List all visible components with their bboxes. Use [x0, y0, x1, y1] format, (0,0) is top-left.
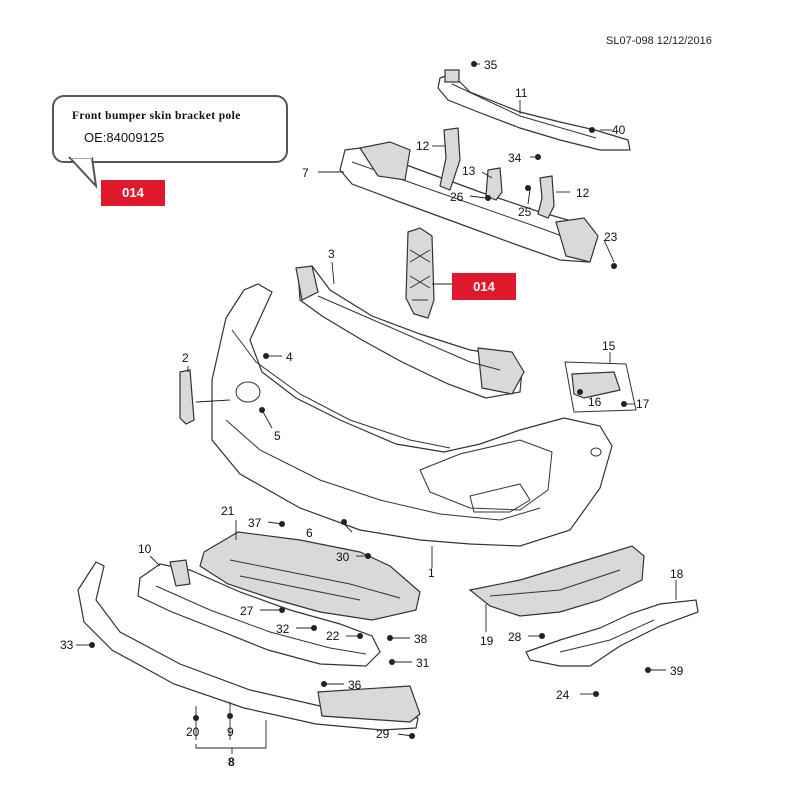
- label-33: 33: [60, 638, 74, 652]
- label-24: 24: [556, 688, 570, 702]
- label-27: 27: [240, 604, 254, 618]
- label-25: 25: [518, 205, 532, 219]
- label-6: 6: [306, 526, 313, 540]
- part-8-lower-lip: [77, 561, 421, 731]
- drawing-reference: SL07-098 12/12/2016: [606, 35, 712, 47]
- callout-bubble: Front bumper skin bracket pole OE:840091…: [52, 95, 288, 163]
- part-11-upper-support: [437, 69, 631, 151]
- part-labels: 35 11 40 34 12 13 26 25 12 7 23 3 4 2 5 …: [60, 58, 684, 769]
- label-28: 28: [508, 630, 522, 644]
- label-12-left: 12: [416, 139, 430, 153]
- label-18: 18: [670, 567, 684, 581]
- label-20: 20: [186, 725, 200, 739]
- label-21: 21: [221, 504, 235, 518]
- label-13: 13: [462, 164, 476, 178]
- label-30: 30: [336, 550, 350, 564]
- label-38: 38: [414, 632, 428, 646]
- callout-title: Front bumper skin bracket pole: [72, 110, 241, 122]
- label-19: 19: [480, 634, 494, 648]
- label-39: 39: [670, 664, 684, 678]
- part-18-splash-shield: [525, 599, 699, 667]
- label-2: 2: [182, 351, 189, 365]
- label-29: 29: [376, 727, 390, 741]
- part-1-bumper-fascia: [211, 283, 613, 547]
- callout-oe-number: OE:84009125: [84, 130, 165, 145]
- label-35: 35: [484, 58, 498, 72]
- part-2-cover: [179, 369, 195, 425]
- label-32: 32: [276, 622, 290, 636]
- label-17: 17: [636, 397, 650, 411]
- label-23: 23: [604, 230, 618, 244]
- label-31: 31: [416, 656, 430, 670]
- label-16: 16: [588, 395, 602, 409]
- label-15: 15: [602, 339, 616, 353]
- part-014-bracket-pole: [405, 227, 435, 319]
- label-10: 10: [138, 542, 152, 556]
- label-26: 26: [450, 190, 464, 204]
- leader-lines: [76, 63, 677, 754]
- part-7-impact-bar: [339, 141, 599, 263]
- label-22: 22: [326, 629, 340, 643]
- callout-tag: 014: [101, 180, 165, 206]
- label-40: 40: [612, 123, 626, 137]
- label-7: 7: [302, 166, 309, 180]
- label-9: 9: [227, 725, 234, 739]
- label-4: 4: [286, 350, 293, 364]
- label-5: 5: [274, 429, 281, 443]
- highlight-tag: 014: [452, 273, 516, 300]
- label-1: 1: [428, 566, 435, 580]
- label-11: 11: [515, 86, 528, 100]
- part-3-energy-absorber: [295, 265, 525, 399]
- callout-tail: [67, 157, 98, 190]
- part-12-bracket-right: [537, 175, 555, 219]
- label-8: 8: [228, 755, 235, 769]
- label-34: 34: [508, 151, 522, 165]
- label-3: 3: [328, 247, 335, 261]
- part-10-deflector: [137, 559, 381, 667]
- label-37: 37: [248, 516, 262, 530]
- part-15-side-bracket: [564, 361, 637, 413]
- label-36: 36: [348, 678, 362, 692]
- part-12-bracket-left: [439, 127, 461, 191]
- part-19-splash-shield: [468, 545, 645, 617]
- label-12-right: 12: [576, 186, 590, 200]
- part-13-bracket: [485, 167, 503, 201]
- part-21-under-tray: [199, 531, 421, 621]
